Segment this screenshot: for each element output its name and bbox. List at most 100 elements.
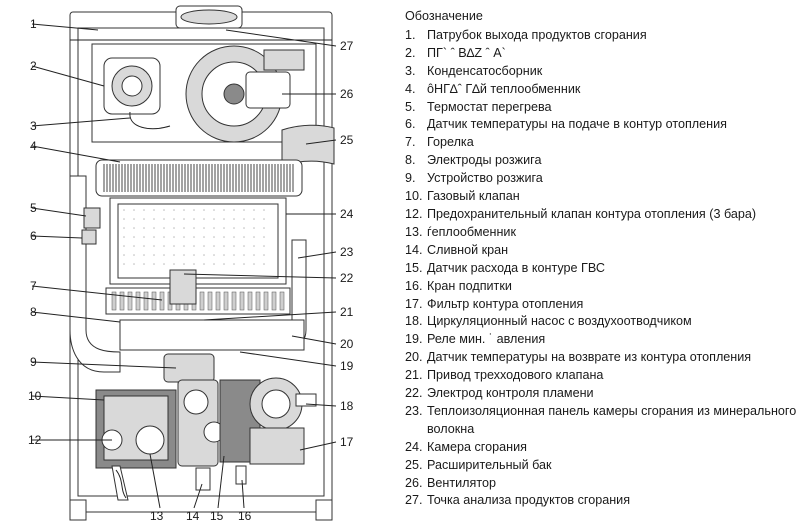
callout-26: 26 bbox=[340, 87, 354, 101]
legend-item-text: Патрубок выхода продуктов сгорания bbox=[427, 27, 647, 42]
legend-item: 17. Фильтр контура отопления bbox=[405, 296, 797, 314]
callout-22: 22 bbox=[340, 271, 354, 285]
legend-item-number: 4. bbox=[405, 81, 416, 96]
legend-item: 26. Вентилятор bbox=[405, 475, 797, 493]
legend-item: 13. ѓеплообменник bbox=[405, 224, 797, 242]
legend-item-text: Электроды розжига bbox=[427, 153, 542, 168]
legend-item-text: Циркуляционный насос с воздухоотводчиком bbox=[427, 314, 692, 329]
legend-item-text: Точка анализа продуктов сгорания bbox=[427, 493, 631, 508]
burner bbox=[105, 269, 291, 315]
callout-12: 12 bbox=[28, 433, 42, 447]
legend-item-text: Устройство розжига bbox=[427, 171, 543, 186]
legend-item-number: 16. bbox=[405, 278, 423, 293]
legend-item-text: Конденсатосборник bbox=[427, 63, 543, 78]
legend-item-number: 3. bbox=[405, 63, 416, 78]
legend-item-text: ôНГ∆ˆ Г∆й теплообменник bbox=[427, 81, 581, 96]
legend-item-text: Датчик температуры на подаче в контур от… bbox=[427, 117, 727, 132]
callout-labels: 1 2 3 4 5 6 7 8 9 10 12 13 14 15 16 17 1… bbox=[28, 17, 354, 523]
legend-item: 5. Термостат перегрева bbox=[405, 99, 797, 117]
legend-item-text: Вентилятор bbox=[427, 475, 496, 490]
legend-item: 9. Устройство розжига bbox=[405, 170, 797, 188]
legend-item-number: 17. bbox=[405, 296, 423, 311]
legend-item-text: Термостат перегрева bbox=[427, 99, 552, 114]
callout-8: 8 bbox=[30, 305, 37, 319]
callout-10: 10 bbox=[28, 389, 42, 403]
legend-item-text: Предохранительный клапан контура отоплен… bbox=[427, 206, 757, 221]
legend-item: 2.ПГ` ˆ В∆Z ˆ А` bbox=[405, 45, 797, 63]
legend-item-text: ѓеплообменник bbox=[427, 224, 516, 239]
boiler-diagram: 1 2 3 4 5 6 7 8 9 10 12 13 14 15 16 17 1… bbox=[28, 5, 354, 523]
callout-27: 27 bbox=[340, 39, 354, 53]
callout-21: 21 bbox=[340, 305, 354, 319]
heat-exchanger bbox=[95, 159, 303, 197]
callout-20: 20 bbox=[340, 337, 354, 351]
callout-13: 13 bbox=[150, 509, 164, 523]
legend-item: 6.Датчик температуры на подаче в контур … bbox=[405, 116, 797, 134]
legend-item-text: Сливной кран bbox=[427, 242, 509, 257]
legend-item: 16. Кран подпитки bbox=[405, 278, 797, 296]
legend: Обозначение 1.Патрубок выхода продуктов … bbox=[405, 8, 797, 510]
legend-item-number: 21. bbox=[405, 368, 423, 383]
legend-item: 24. Камера сгорания bbox=[405, 439, 797, 457]
legend-list: 1. Патрубок выхода продуктов сгорания 2.ПГ… bbox=[405, 27, 797, 510]
legend-item-text: Камера сгорания bbox=[427, 439, 527, 454]
legend-item-text: Привод трехходового клапана bbox=[427, 368, 604, 383]
legend-item-text: Горелка bbox=[427, 135, 474, 150]
legend-item-number: 13. bbox=[405, 224, 423, 239]
legend-item: 1. Патрубок выхода продуктов сгорания bbox=[405, 27, 797, 45]
legend-item-text: Фильтр контура отопления bbox=[427, 296, 584, 311]
legend-item-number: 20. bbox=[405, 350, 423, 365]
legend-item-number: 18. bbox=[405, 314, 423, 329]
legend-item-text: Электрод контроля пламени bbox=[427, 386, 594, 401]
callout-7: 7 bbox=[30, 279, 37, 293]
legend-item: 8.Электроды розжига bbox=[405, 152, 797, 170]
legend-item: 27. Точка анализа продуктов сгорания bbox=[405, 492, 797, 510]
callout-9: 9 bbox=[30, 355, 37, 369]
legend-item-number: 5. bbox=[405, 99, 416, 114]
legend-item: 22. Электрод контроля пламени bbox=[405, 385, 797, 403]
legend-item-number: 14. bbox=[405, 242, 423, 257]
callout-6: 6 bbox=[30, 229, 37, 243]
legend-item-text: Датчик расхода в контуре ГВС bbox=[427, 260, 605, 275]
combustion-chamber bbox=[109, 197, 287, 285]
legend-item-number: 12. bbox=[405, 206, 423, 221]
fan-assembly bbox=[91, 43, 317, 143]
legend-item: 4. ôНГ∆ˆ Г∆й теплообменник bbox=[405, 81, 797, 99]
legend-item: 19. Реле мин. ˙ авления bbox=[405, 331, 797, 349]
callout-15: 15 bbox=[210, 509, 224, 523]
callout-3: 3 bbox=[30, 119, 37, 133]
legend-item: 21. Привод трехходового клапана bbox=[405, 367, 797, 385]
callout-4: 4 bbox=[30, 139, 37, 153]
legend-item-text: Датчик температуры на возврате из контур… bbox=[427, 350, 752, 365]
legend-item-number: 27. bbox=[405, 493, 423, 508]
legend-item: 25. Расширительный бак bbox=[405, 457, 797, 475]
legend-item: 14. Сливной кран bbox=[405, 242, 797, 260]
legend-item-number: 1. bbox=[405, 27, 416, 42]
legend-item: 3. Конденсатосборник bbox=[405, 63, 797, 81]
legend-item-text: Кран подпитки bbox=[427, 278, 512, 293]
callout-2: 2 bbox=[30, 59, 37, 73]
legend-item: 12. Предохранительный клапан контура отоп… bbox=[405, 206, 797, 224]
legend-item: 23.Теплоизоляционная панель камеры сгора… bbox=[405, 403, 797, 439]
callout-1: 1 bbox=[30, 17, 37, 31]
callout-24: 24 bbox=[340, 207, 354, 221]
legend-item-text: Расширительный бак bbox=[427, 457, 552, 472]
legend-item-number: 22. bbox=[405, 386, 423, 401]
legend-item-number: 26. bbox=[405, 475, 423, 490]
legend-item-number: 25. bbox=[405, 457, 423, 472]
legend-item-text: ПГ` ˆ В∆Z ˆ А` bbox=[427, 45, 506, 60]
callout-19: 19 bbox=[340, 359, 354, 373]
legend-item-text: Реле мин. ˙ авления bbox=[427, 332, 546, 347]
callout-18: 18 bbox=[340, 399, 354, 413]
callout-14: 14 bbox=[186, 509, 200, 523]
callout-23: 23 bbox=[340, 245, 354, 259]
legend-item-number: 15. bbox=[405, 260, 423, 275]
legend-item-number: 9. bbox=[405, 171, 416, 186]
callout-17: 17 bbox=[340, 435, 354, 449]
pressure-switch bbox=[103, 57, 171, 130]
legend-item-number: 19. bbox=[405, 332, 423, 347]
legend-item: 15. Датчик расхода в контуре ГВС bbox=[405, 260, 797, 278]
flue-outlet bbox=[175, 5, 243, 29]
legend-item-text: Газовый клапан bbox=[427, 189, 520, 204]
legend-item-number: 24. bbox=[405, 439, 423, 454]
